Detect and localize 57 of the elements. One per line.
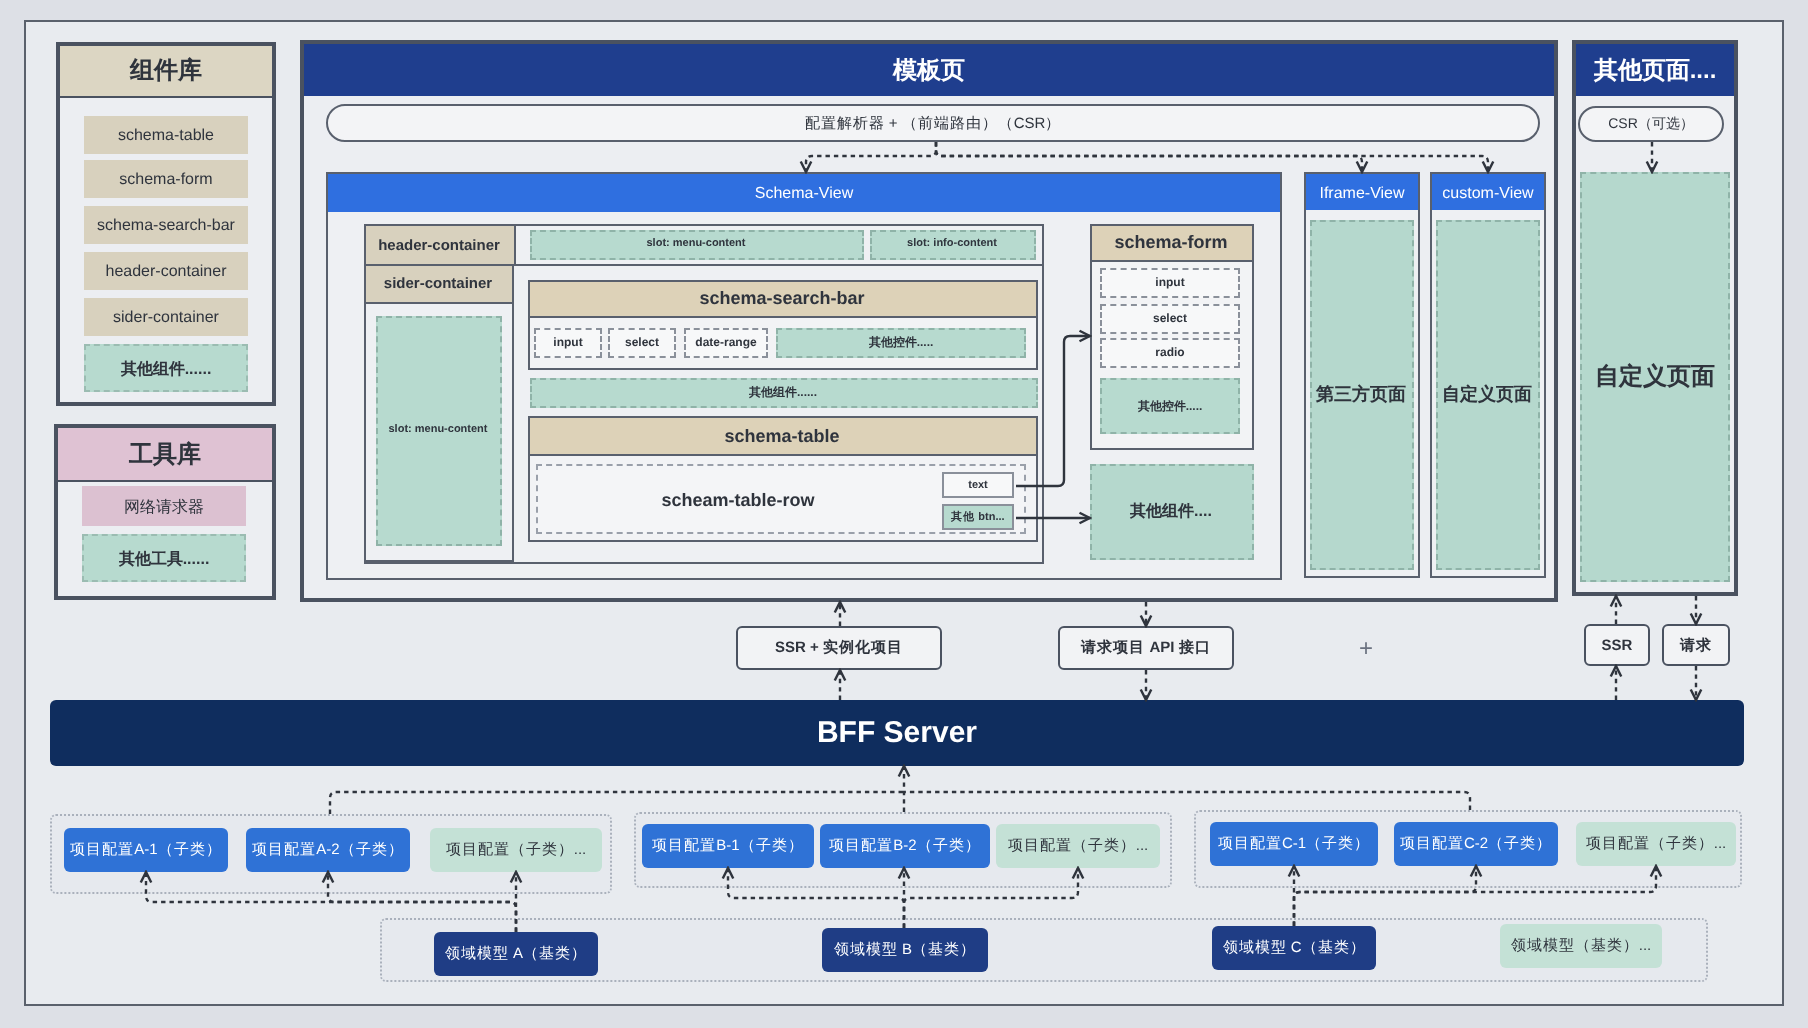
placeholder-box: 其他组件...... bbox=[84, 344, 248, 392]
component-item: sider-container bbox=[84, 298, 248, 336]
row-label: scheam-table-row bbox=[659, 487, 817, 513]
panel-header: 其他页面.... bbox=[1576, 44, 1734, 96]
plus-label: + bbox=[1356, 632, 1375, 666]
arrow bbox=[1645, 142, 1659, 174]
arrow bbox=[902, 866, 1085, 928]
view-panel bbox=[1430, 172, 1546, 578]
tool-item: 网络请求器 bbox=[82, 486, 246, 526]
layout-region bbox=[363, 223, 1043, 265]
placeholder-box: 其他工具...... bbox=[82, 534, 246, 582]
arrow bbox=[1689, 596, 1703, 626]
panel-header: 组件库 bbox=[60, 46, 272, 98]
component-item: schema-form bbox=[84, 160, 248, 198]
panel bbox=[300, 40, 1558, 602]
table-row bbox=[536, 464, 1026, 534]
arrow bbox=[1609, 664, 1623, 700]
arrow bbox=[1609, 594, 1623, 624]
view-panel bbox=[326, 172, 1282, 580]
component-item: header-container bbox=[84, 252, 248, 290]
component-header: schema-form bbox=[1091, 225, 1251, 261]
panel bbox=[54, 424, 276, 600]
arrow bbox=[1139, 602, 1153, 628]
panel bbox=[56, 42, 276, 406]
server-bar: BFF Server bbox=[50, 700, 1744, 766]
page-area: 自定义页面 bbox=[1435, 219, 1539, 569]
page-area: 其他组件.... bbox=[1089, 463, 1253, 559]
arrow bbox=[1689, 666, 1703, 702]
page-area: 第三方页面 bbox=[1309, 219, 1413, 569]
panel-header: 工具库 bbox=[58, 428, 272, 482]
arrow bbox=[934, 142, 1495, 174]
group-box bbox=[634, 812, 1172, 888]
view-panel bbox=[1304, 172, 1420, 578]
component-item: schema-table bbox=[84, 116, 248, 154]
view-header: custom-View bbox=[1432, 174, 1544, 210]
arrow bbox=[833, 668, 847, 700]
group-box bbox=[380, 918, 1708, 982]
panel bbox=[1572, 40, 1738, 596]
component-box bbox=[1089, 223, 1253, 449]
view-header: Iframe-View bbox=[1306, 174, 1418, 210]
component-item: schema-search-bar bbox=[84, 206, 248, 244]
layout-region bbox=[363, 263, 513, 561]
group-box bbox=[1194, 810, 1742, 888]
page-area: 自定义页面 bbox=[1580, 172, 1730, 582]
arrow bbox=[509, 870, 523, 932]
arrow bbox=[833, 600, 847, 626]
component-header: schema-table bbox=[529, 417, 1035, 455]
arrow bbox=[1292, 864, 1663, 926]
component-box bbox=[527, 279, 1037, 369]
arrow bbox=[1139, 670, 1153, 702]
panel-header: 模板页 bbox=[304, 44, 1554, 96]
component-header: schema-search-bar bbox=[529, 281, 1035, 317]
view-header: Schema-View bbox=[328, 174, 1280, 212]
arrow bbox=[1016, 511, 1092, 525]
group-box bbox=[50, 814, 612, 894]
arrow bbox=[1016, 329, 1092, 488]
component-box bbox=[527, 415, 1037, 541]
